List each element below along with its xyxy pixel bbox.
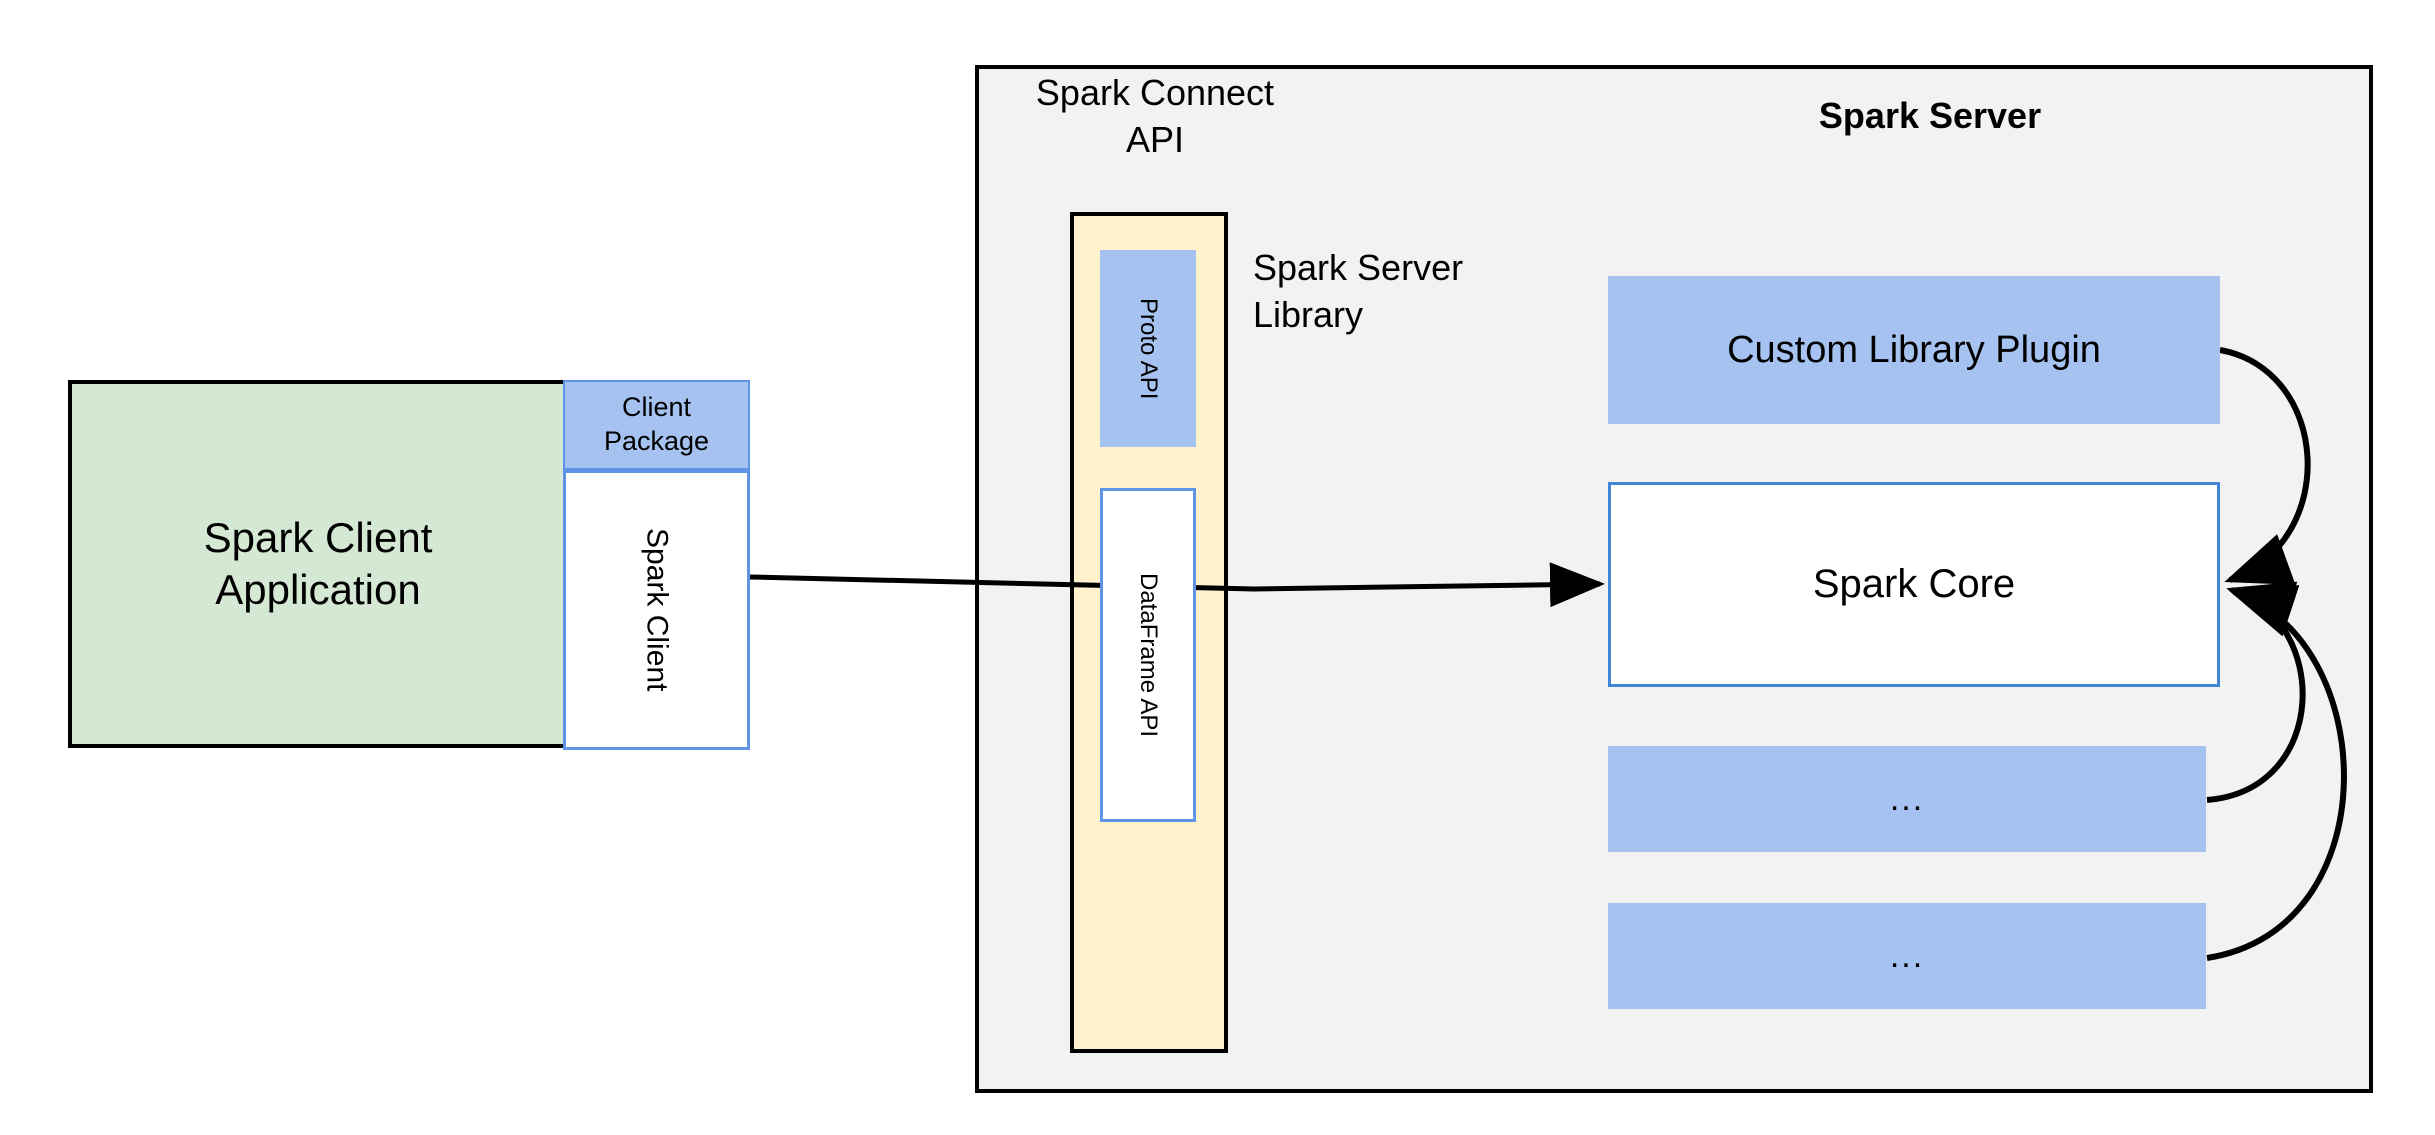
spark-server-library-title: Spark Server Library bbox=[1253, 247, 1464, 335]
spark-client-application-label: Spark Client Application bbox=[203, 513, 433, 614]
ellipsis-label-1: ... bbox=[1889, 779, 1925, 818]
proto-api-label: Proto API bbox=[1135, 297, 1162, 400]
spark-connect-api-title: Spark Connect API bbox=[1035, 72, 1275, 160]
dataframe-api-label: DataFrame API bbox=[1135, 572, 1162, 738]
spark-core-box[interactable]: Spark Core bbox=[1608, 482, 2220, 687]
proto-api-box[interactable]: Proto API bbox=[1100, 250, 1196, 447]
dataframe-api-box[interactable]: DataFrame API bbox=[1100, 488, 1196, 822]
spark-client-label: Spark Client bbox=[640, 528, 674, 692]
spark-server-title: Spark Server bbox=[1818, 95, 2042, 136]
spark-core-label: Spark Core bbox=[1812, 562, 2016, 606]
server-component-ellipsis-2[interactable]: ... bbox=[1608, 903, 2206, 1009]
server-component-ellipsis-1[interactable]: ... bbox=[1608, 746, 2206, 852]
client-package-label: Client Package bbox=[603, 392, 710, 456]
client-package-box[interactable]: Client Package bbox=[563, 380, 750, 470]
ellipsis-label-2: ... bbox=[1889, 936, 1925, 975]
custom-library-plugin-label: Custom Library Plugin bbox=[1727, 328, 2101, 371]
spark-client-application-box[interactable]: Spark Client Application bbox=[68, 380, 568, 748]
spark-client-box[interactable]: Spark Client bbox=[563, 470, 750, 750]
custom-library-plugin-box[interactable]: Custom Library Plugin bbox=[1608, 276, 2220, 424]
